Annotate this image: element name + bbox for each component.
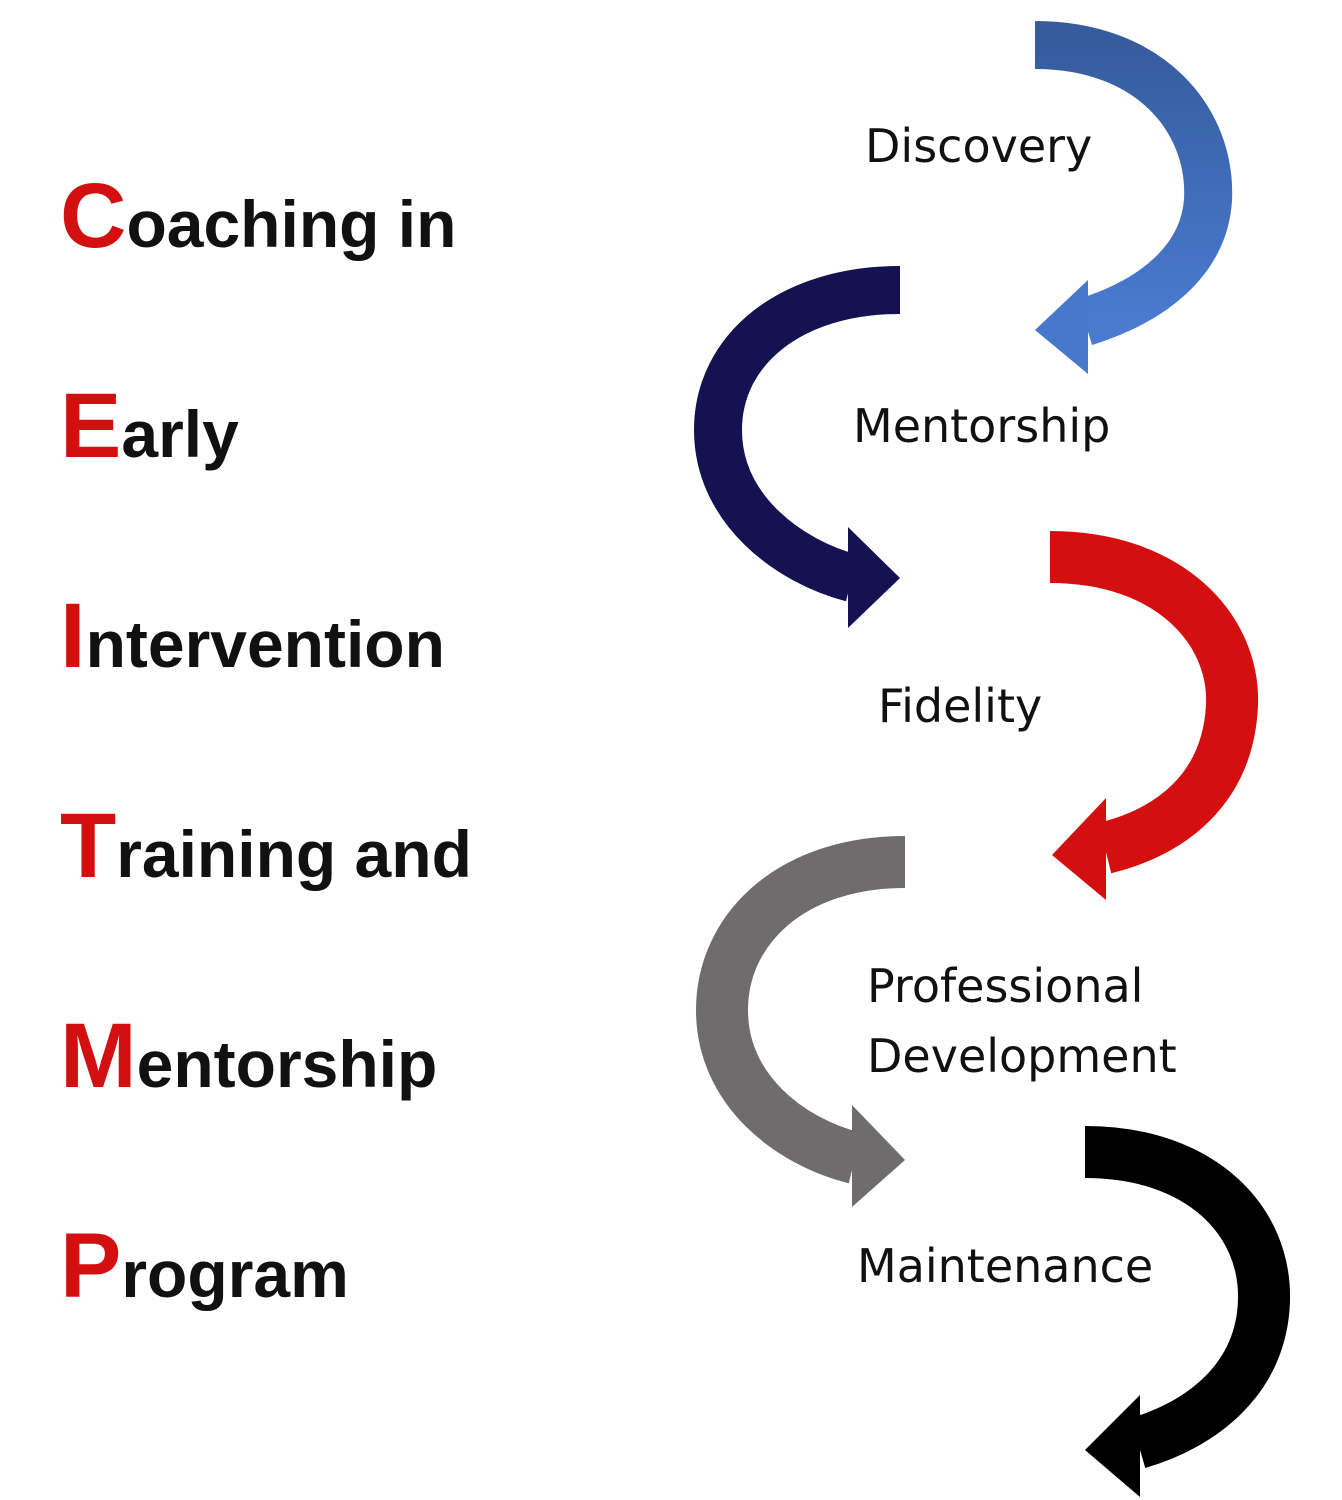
arrow-professional-development-to-maintenance [695,836,906,1207]
acronym-initial: I [60,585,86,687]
acronym-line-i: Intervention [60,590,445,682]
acronym-initial: P [60,1215,122,1317]
arrow-mentorship-to-fidelity [693,266,901,628]
acronym-initial: M [60,1005,137,1107]
acronym-line-p: Program [60,1220,349,1312]
stage-discovery: Discovery [865,119,1093,173]
acronym-word: rogram [121,1237,349,1311]
arrow-maintenance-cycle [1084,1126,1290,1497]
arrow-discovery-to-mentorship [1034,21,1233,374]
acronym-initial: C [60,165,127,267]
acronym-word: raining and [116,817,472,891]
arrow-fidelity-to-professional-development [1049,531,1259,900]
stage-maintenance: Maintenance [857,1239,1154,1293]
acronym-word: arly [121,397,239,471]
acronym-initial: E [60,375,122,477]
acronym-word: entorship [136,1027,438,1101]
stage-fidelity: Fidelity [878,679,1043,733]
acronym-line-m: Mentorship [60,1010,437,1102]
acronym-initial: T [60,795,117,897]
stage-development: Development [867,1029,1177,1083]
stage-professional: Professional [867,959,1144,1013]
acronym-line-t: Training and [60,800,472,892]
acronym-line-c: Coaching in [60,170,456,262]
acronym-line-e: Early [60,380,239,472]
acronym-word: oaching in [126,187,457,261]
stage-mentorship: Mentorship [853,399,1111,453]
acronym-word: ntervention [85,607,445,681]
